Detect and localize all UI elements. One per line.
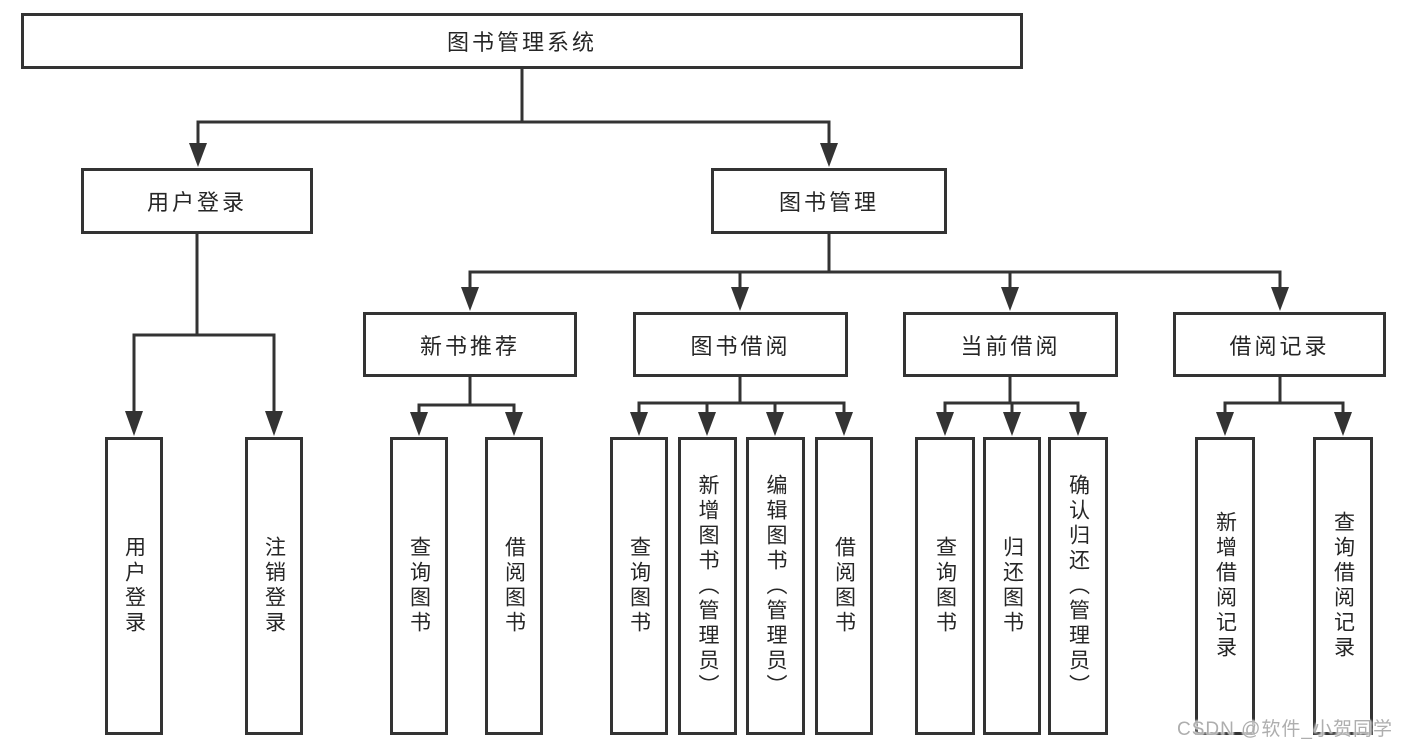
leaf-query-books-3: 查询图书 bbox=[915, 437, 975, 735]
leaf-query-books-1: 查询图书 bbox=[390, 437, 448, 735]
node-new-book-recommendation: 新书推荐 bbox=[363, 312, 577, 377]
leaf-add-borrow-record: 新增借阅记录 bbox=[1195, 437, 1255, 735]
leaf-add-books-admin: 新增图书（管理员） bbox=[678, 437, 737, 735]
leaf-borrow-books-1: 借阅图书 bbox=[485, 437, 543, 735]
leaf-logout: 注销登录 bbox=[245, 437, 303, 735]
node-book-borrowing: 图书借阅 bbox=[633, 312, 848, 377]
leaf-user-login: 用户登录 bbox=[105, 437, 163, 735]
leaf-query-borrow-record: 查询借阅记录 bbox=[1313, 437, 1373, 735]
node-borrowing-records: 借阅记录 bbox=[1173, 312, 1386, 377]
leaf-query-books-2: 查询图书 bbox=[610, 437, 668, 735]
leaf-edit-books-admin: 编辑图书（管理员） bbox=[746, 437, 805, 735]
watermark: CSDN @软件_小贺同学 bbox=[1177, 719, 1393, 740]
node-book-management: 图书管理 bbox=[711, 168, 947, 234]
leaf-return-books: 归还图书 bbox=[983, 437, 1041, 735]
leaf-borrow-books-2: 借阅图书 bbox=[815, 437, 873, 735]
node-library-management-system: 图书管理系统 bbox=[21, 13, 1023, 69]
node-current-borrowing: 当前借阅 bbox=[903, 312, 1118, 377]
leaf-confirm-return-admin: 确认归还（管理员） bbox=[1048, 437, 1108, 735]
node-user-login: 用户登录 bbox=[81, 168, 313, 234]
